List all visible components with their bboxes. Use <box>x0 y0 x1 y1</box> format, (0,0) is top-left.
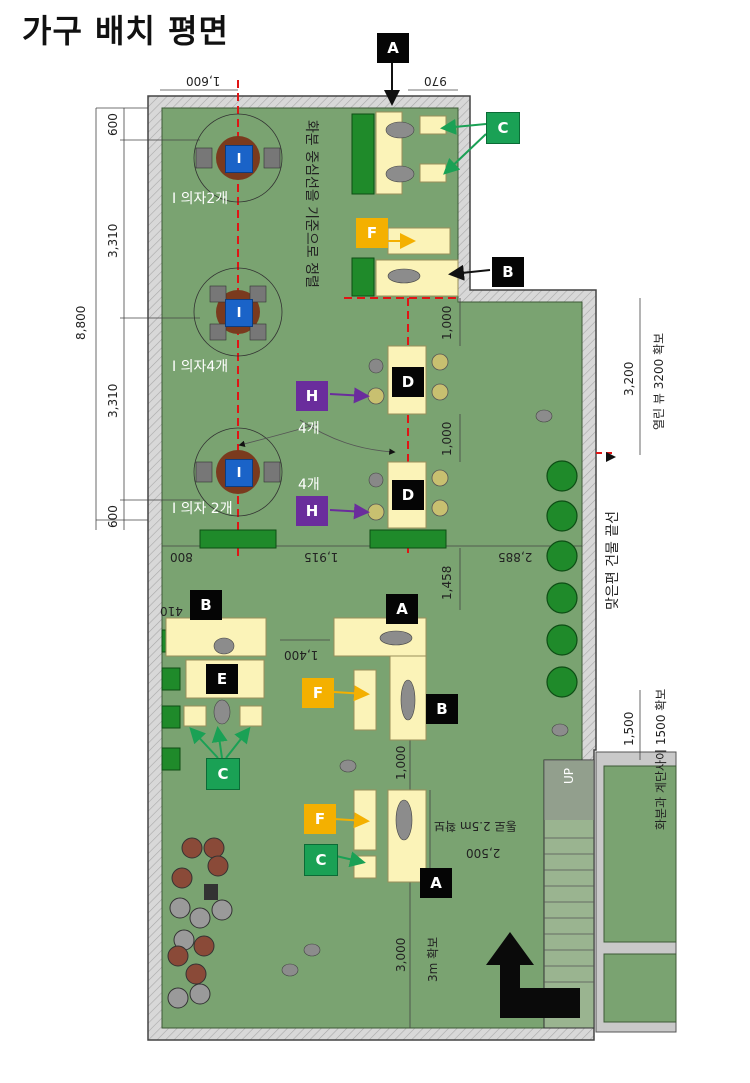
tag-e: E <box>206 664 238 694</box>
note-chairs-4: I 의자4개 <box>172 359 229 375</box>
note-view-3200: 열린 뷰 3200 확보 <box>652 332 666 430</box>
dim-1000-mid: 1,000 <box>394 745 408 780</box>
floor-area <box>161 107 583 1029</box>
dim-3200: 3,200 <box>622 361 636 396</box>
tag-d-upper: D <box>392 367 424 397</box>
tag-c-bottom: C <box>304 844 338 876</box>
dim-600-bottom: 600 <box>106 505 120 528</box>
dim-1600: 1,600 <box>186 74 221 88</box>
dim-1000-upper: 1,000 <box>440 305 454 340</box>
dim-1458: 1,458 <box>440 565 454 600</box>
stair-up-label: UP <box>562 767 576 784</box>
dim-3310-bottom: 3,310 <box>106 383 120 418</box>
tag-i-mid: I <box>225 299 253 327</box>
dim-3310-top: 3,310 <box>106 223 120 258</box>
note-chairs-2b: I 의자 2개 <box>172 501 233 517</box>
tag-b-left: B <box>190 590 222 620</box>
dim-8800: 8,800 <box>74 305 88 340</box>
note-stair-gap: 화분과 계단사이 1500 확보 <box>654 688 668 830</box>
tag-a-top: A <box>377 33 409 63</box>
tag-a-mid: A <box>386 594 418 624</box>
dim-2885: 2,885 <box>498 550 533 564</box>
note-center-align: 화분 중심선을 기준으로 정렬 <box>303 120 319 288</box>
dim-410: 410 <box>160 604 183 618</box>
dim-800: 800 <box>170 550 193 564</box>
note-four-lower: 4개 <box>298 477 320 493</box>
dim-1000-lower: 1,000 <box>440 421 454 456</box>
dim-1915: 1,915 <box>304 550 339 564</box>
tag-h-lower: H <box>296 496 328 526</box>
dim-970: 970 <box>424 74 447 88</box>
dim-1400: 1,400 <box>284 648 319 662</box>
dim-600-top: 600 <box>106 113 120 136</box>
entrance-arrow <box>486 932 580 1018</box>
dim-2500: 2,500 <box>466 846 501 860</box>
note-four-upper: 4개 <box>298 421 320 437</box>
note-chairs-2: I 의자2개 <box>172 191 229 207</box>
tag-i-bottom: I <box>225 459 253 487</box>
tag-b-top: B <box>492 257 524 287</box>
tag-a-bottom: A <box>420 868 452 898</box>
tag-b-mid: B <box>426 694 458 724</box>
tag-f-top: F <box>356 218 388 248</box>
tag-f-mid: F <box>302 678 334 708</box>
tag-c-left: C <box>206 758 240 790</box>
tag-f-bottom: F <box>304 804 336 834</box>
tag-h-upper: H <box>296 381 328 411</box>
dim-3000: 3,000 <box>394 937 408 972</box>
dim-1500: 1,500 <box>622 711 636 746</box>
page-title: 가구 배치 평면 <box>22 12 229 50</box>
tag-i-top: I <box>225 145 253 173</box>
note-walk-2500: 통로 2.5m 확보 <box>434 819 517 833</box>
note-walk-3m: 3m 확보 <box>426 936 440 982</box>
tag-d-lower: D <box>392 480 424 510</box>
tag-c-top: C <box>486 112 520 144</box>
note-building-line: 맞은편 건물 끝선 <box>605 510 621 610</box>
planter-group <box>161 113 447 771</box>
